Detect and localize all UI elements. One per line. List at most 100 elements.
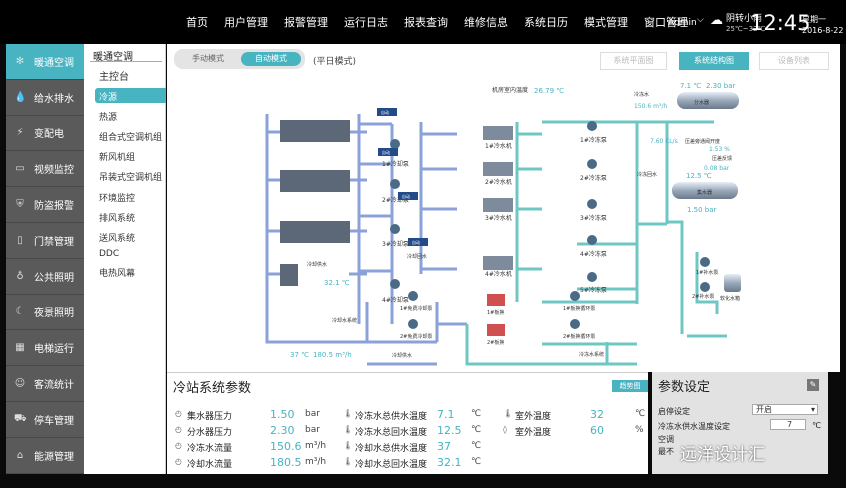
pump-icon[interactable]: [390, 224, 400, 234]
chiller-icon[interactable]: [483, 256, 513, 270]
structure-view-button[interactable]: 系统结构图: [679, 52, 749, 70]
nav-alarms[interactable]: 报警管理: [284, 16, 328, 29]
chevron-down-icon[interactable]: ⌵: [697, 15, 704, 25]
divider-tank[interactable]: [677, 92, 739, 109]
sidebar-item-power[interactable]: ⚡变配电: [6, 116, 84, 152]
heat-exchanger-icon[interactable]: [487, 324, 505, 336]
supply-temp-input[interactable]: 7: [770, 419, 806, 430]
chw-system-label: 冷冻水系统: [579, 351, 604, 358]
param-value: 37: [437, 440, 451, 453]
pump-icon[interactable]: [700, 282, 710, 292]
submenu-item-env[interactable]: 环境监控: [99, 194, 136, 204]
thermometer-icon: 🌡: [503, 409, 514, 418]
heat-exchanger-icon[interactable]: [487, 294, 505, 306]
chiller-label: 4#冷水机: [485, 270, 512, 278]
makeup-pump-2: 2#补水泵: [692, 293, 714, 300]
submenu-item-hanging-ahu[interactable]: 吊装式空调机组: [99, 173, 163, 183]
nav-modes[interactable]: 模式管理: [584, 16, 628, 29]
param-label: 冷却水流量: [187, 460, 233, 470]
sidebar-item-video[interactable]: ▭视频监控: [6, 151, 84, 188]
struct-label: 系统结构图: [694, 56, 734, 65]
elevator-icon: ▦: [15, 342, 25, 354]
device-list-button[interactable]: 设备列表: [759, 52, 829, 70]
auto-mode-button[interactable]: 自动模式: [241, 52, 301, 66]
submenu-item-air-curtain[interactable]: 电热风幕: [99, 269, 136, 279]
door-icon: ▯: [17, 234, 23, 246]
divider: [90, 61, 162, 62]
chiller-icon[interactable]: [483, 126, 513, 140]
submenu-item-console[interactable]: 主控台: [99, 72, 129, 83]
pump-icon[interactable]: [570, 319, 580, 329]
auto-badge: [408, 238, 428, 246]
param-unit: %: [635, 425, 644, 435]
manual-mode-button[interactable]: 手动模式: [192, 54, 224, 63]
param-unit: ℃: [471, 441, 482, 451]
pump-icon[interactable]: [587, 121, 597, 131]
sidebar-item-traffic[interactable]: ☺客流统计: [6, 366, 84, 402]
pump-icon[interactable]: [570, 291, 580, 301]
humidity-icon: ◊: [503, 425, 507, 434]
nav-logs[interactable]: 运行日志: [344, 16, 388, 29]
trend-button[interactable]: 趋势图: [612, 380, 648, 392]
pump-icon[interactable]: [390, 279, 400, 289]
nav-home[interactable]: 首页: [186, 16, 208, 29]
collector-tank[interactable]: [672, 182, 738, 199]
nav-maintenance[interactable]: 维修信息: [464, 16, 508, 29]
sidebar-item-parking[interactable]: ⛟停车管理: [6, 402, 84, 438]
pump-icon[interactable]: [587, 272, 597, 282]
pump-icon[interactable]: [408, 319, 418, 329]
softened-tank[interactable]: [724, 274, 741, 292]
pump-icon[interactable]: [408, 291, 418, 301]
sidebar-item-elevator[interactable]: ▦电梯运行: [6, 330, 84, 367]
energy-icon: ⌂: [16, 449, 24, 461]
param-unit: m³/h: [305, 441, 327, 451]
gauge-icon: ◴: [175, 457, 182, 466]
sidebar-label: 能源管理: [34, 451, 74, 463]
sidebar-item-water[interactable]: 💧给水排水: [6, 80, 84, 116]
pump-icon[interactable]: [587, 159, 597, 169]
params-panel: 冷站系统参数 趋势图 ◴ 集水器压力 1.50 bar 🌡 冷冻水总供水温度 7…: [167, 372, 648, 474]
gauge-icon: ◴: [175, 409, 182, 418]
sidebar-item-lighting[interactable]: ♁公共照明: [6, 259, 84, 295]
user-name[interactable]: Admin: [668, 18, 697, 28]
date-box: 星期一 2016-8-22: [802, 14, 843, 36]
submenu-item-supply[interactable]: 送风系统: [99, 234, 136, 244]
sidebar-item-hvac[interactable]: ✻暖通空调: [6, 44, 84, 80]
submenu-item-heat-source[interactable]: 热源: [99, 113, 118, 123]
submenu-item-exhaust[interactable]: 排风系统: [99, 214, 136, 224]
pump-icon[interactable]: [587, 199, 597, 209]
param-label: 室外温度: [515, 428, 552, 438]
sidebar-item-energy[interactable]: ⌂ 能源管理: [6, 438, 84, 474]
chiller-icon[interactable]: [483, 162, 513, 176]
start-select[interactable]: 开启▾: [752, 404, 818, 415]
param-unit: bar: [305, 409, 320, 419]
sidebar-item-alarm[interactable]: ⛨防盗报警: [6, 187, 84, 223]
nav-windows[interactable]: 窗口管理: [644, 16, 688, 29]
pump-icon[interactable]: [390, 179, 400, 189]
sidebar-item-access[interactable]: ▯门禁管理: [6, 223, 84, 259]
tank-label: 软化水箱: [720, 295, 740, 302]
divider-label: 分水器: [694, 99, 709, 106]
free-cool-label: 1#免费冷却泵: [400, 305, 432, 312]
param-label: 冷冻水总供水温度: [355, 412, 428, 422]
hx-pump-label: 2#板换循环泵: [563, 333, 595, 340]
chiller-icon[interactable]: [483, 198, 513, 212]
cooling-return-label: 冷却回水: [407, 253, 427, 260]
submenu: 暖通空调 主控台 冷源 热源 组合式空调机组 新风机组 吊装式空调机组 环境监控…: [84, 44, 166, 474]
nav-reports[interactable]: 报表查询: [404, 16, 448, 29]
submenu-item-ddc[interactable]: DDC: [99, 249, 120, 259]
pump-icon[interactable]: [390, 139, 400, 149]
plan-view-button[interactable]: 系统平面图: [600, 52, 667, 70]
nav-calendar[interactable]: 系统日历: [524, 16, 568, 29]
param-unit: ℃: [471, 425, 482, 435]
makeup-pump-1: 1#补水泵: [696, 269, 718, 276]
pump-icon[interactable]: [587, 235, 597, 245]
nav-users[interactable]: 用户管理: [224, 16, 268, 29]
submenu-item-fresh-air[interactable]: 新风机组: [99, 153, 136, 163]
edit-icon[interactable]: ✎: [807, 379, 819, 391]
submenu-item-cold-source[interactable]: 冷源: [99, 93, 118, 103]
pump-icon[interactable]: [700, 257, 710, 267]
cooling-temp-1: 32.1 ℃: [324, 279, 350, 287]
sidebar-item-night-light[interactable]: ☾夜景照明: [6, 295, 84, 331]
submenu-item-ahu[interactable]: 组合式空调机组: [99, 133, 163, 143]
